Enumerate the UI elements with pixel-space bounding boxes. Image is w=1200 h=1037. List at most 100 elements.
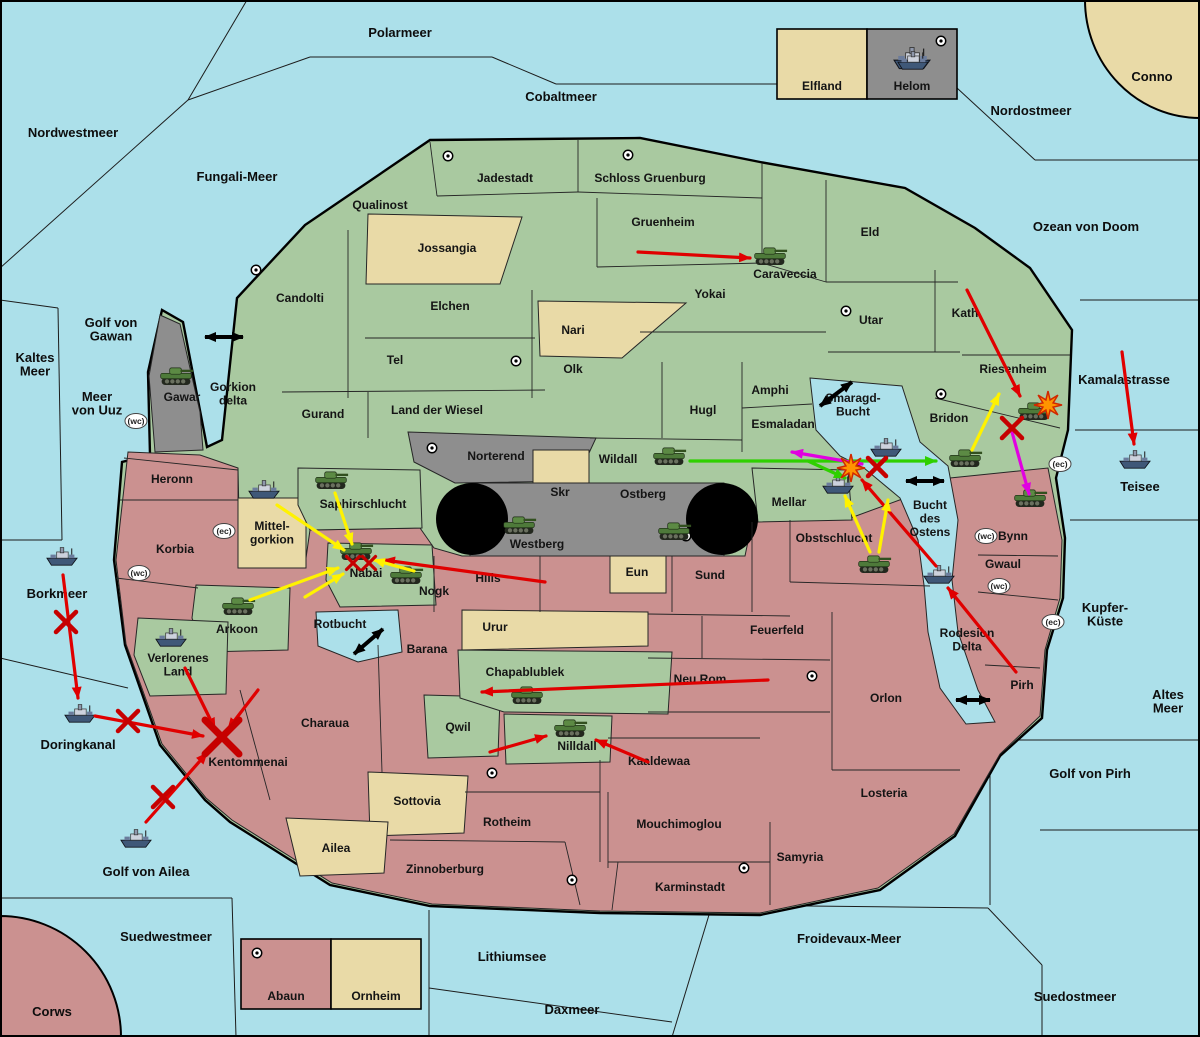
- battle-x-mark: [344, 554, 362, 572]
- green-attack-arrow: [806, 459, 847, 480]
- region-border-line: [589, 437, 743, 441]
- region-westberg-ostberg-ridge[interactable]: [469, 482, 725, 557]
- sea-border-line: [231, 897, 237, 1037]
- coast-marker-wc: (wc): [974, 528, 998, 544]
- red-attack-arrow: [488, 734, 548, 754]
- red-attack-arrow: [382, 556, 547, 584]
- city-marker: [935, 35, 947, 47]
- legend-cell-ornheim: [330, 938, 422, 1010]
- region-border-line: [564, 841, 581, 906]
- region-conno[interactable]: [1083, 0, 1200, 120]
- region-verlorenes-land[interactable]: [133, 617, 229, 697]
- coast-marker-wc: (wc): [127, 565, 151, 581]
- region-mellar[interactable]: [751, 467, 853, 523]
- yellow-attack-arrow: [372, 558, 416, 573]
- x-stroke: [344, 554, 362, 572]
- sea-border-line: [0, 99, 189, 269]
- battle-x-mark: [999, 415, 1025, 441]
- x-stroke: [201, 716, 243, 758]
- sea-border-line: [671, 904, 713, 1037]
- transit-double-arrow: [818, 380, 854, 408]
- region-jossangia[interactable]: [365, 213, 523, 285]
- layer-arrows: [61, 250, 1138, 824]
- yellow-attack-arrow: [843, 494, 872, 554]
- region-corws[interactable]: [0, 914, 123, 1037]
- city-marker: [622, 149, 634, 161]
- coast-marker-wc: (wc): [987, 578, 1011, 594]
- coast-marker-wc: (wc): [124, 413, 148, 429]
- region-border-line: [389, 839, 566, 843]
- red-attack-arrow: [946, 586, 1018, 674]
- battle-x-mark: [115, 708, 141, 734]
- sea-border-line: [57, 307, 63, 541]
- city-marker: [806, 670, 818, 682]
- red-attack-arrow: [61, 573, 82, 700]
- sea-border-line: [187, 56, 311, 101]
- region-nari[interactable]: [537, 300, 688, 359]
- magenta-attack-arrow: [1010, 430, 1031, 496]
- city-marker: [250, 264, 262, 276]
- x-stroke: [150, 784, 176, 810]
- sea-border-line: [428, 987, 673, 1023]
- battle-x-mark: [865, 455, 889, 479]
- city-marker: [251, 947, 263, 959]
- red-attack-arrow: [93, 714, 205, 739]
- region-border-line: [429, 141, 438, 197]
- region-ailea[interactable]: [285, 817, 389, 877]
- transit-double-arrow: [352, 627, 385, 656]
- city-marker: [935, 388, 947, 400]
- city-marker: [442, 150, 454, 162]
- x-stroke: [53, 609, 79, 635]
- region-chapablublek[interactable]: [457, 649, 673, 715]
- coast-marker-oval: [1048, 456, 1072, 472]
- coast-marker-oval: [987, 578, 1011, 594]
- coast-marker-oval: [212, 523, 236, 539]
- region-border-line: [611, 861, 619, 911]
- region-urur[interactable]: [461, 609, 649, 651]
- layer-marks: [53, 390, 1063, 810]
- city-marker: [840, 305, 852, 317]
- sea-border-line: [187, 0, 248, 101]
- sea-border-line: [0, 657, 129, 689]
- battle-x-mark: [150, 784, 176, 810]
- mountain-pass-cap: [686, 483, 758, 555]
- battle-x-mark: [201, 716, 243, 758]
- region-sottovia[interactable]: [367, 771, 469, 837]
- yellow-attack-arrow: [877, 498, 892, 554]
- red-attack-arrow: [1120, 350, 1138, 446]
- coast-marker-ec: (ec): [212, 523, 236, 539]
- yellow-attack-arrow: [303, 572, 345, 599]
- yellow-attack-arrow: [970, 392, 1001, 452]
- coast-marker-oval: [124, 413, 148, 429]
- sea-border-line: [987, 907, 1043, 966]
- coast-marker-oval: [974, 528, 998, 544]
- region-border-line: [281, 389, 546, 393]
- region-border-line: [741, 403, 813, 409]
- coast-marker-oval: [127, 565, 151, 581]
- battle-x-mark: [360, 554, 378, 572]
- layer-borders: [115, 140, 1070, 911]
- legend-cell-elfland: [776, 28, 868, 100]
- city-marker: [486, 767, 498, 779]
- city-marker: [510, 355, 522, 367]
- region-border-line: [647, 657, 831, 661]
- region-border-line: [596, 262, 763, 268]
- yellow-attack-arrow: [333, 491, 354, 546]
- sea-border-line: [0, 299, 59, 309]
- red-attack-arrow: [594, 738, 650, 764]
- region-border-line: [934, 397, 1061, 429]
- region-mittelgorkion[interactable]: [237, 497, 307, 569]
- red-attack-arrow: [965, 288, 1022, 398]
- region-border-line: [115, 577, 199, 589]
- mountain-pass-cap: [436, 483, 508, 555]
- sea-border-line: [956, 87, 1036, 161]
- x-stroke: [360, 554, 378, 572]
- region-border-line: [436, 191, 579, 197]
- region-border-line: [977, 554, 1059, 557]
- x-stroke: [865, 455, 889, 479]
